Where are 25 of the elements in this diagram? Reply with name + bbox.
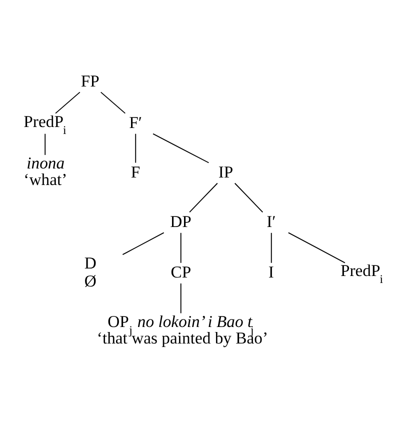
- node-text: PredP$_{i}$: [24, 112, 66, 137]
- node-text: D Ø: [84, 253, 96, 290]
- node-text: OP$_{j}$ no lokoin’ i Bao t$_{j}$ ‘that was painted by Bao’: [96, 312, 268, 348]
- connector: [189, 182, 218, 213]
- node-text: PredP$_{i}$: [340, 261, 384, 286]
- node-text: DP: [170, 212, 192, 231]
- connector: [135, 133, 136, 164]
- connector: [234, 182, 264, 213]
- connector: [270, 232, 272, 264]
- node-text: IP: [218, 162, 234, 182]
- connector: [44, 133, 46, 156]
- connector: [180, 282, 182, 314]
- node-text: I: [268, 262, 274, 282]
- node-text: F′: [129, 112, 142, 132]
- connector: [180, 232, 182, 264]
- node-text: F: [130, 162, 140, 182]
- connector: [122, 232, 164, 256]
- node-text: CP: [170, 262, 192, 282]
- connector: [288, 232, 346, 264]
- node-text: FP: [80, 71, 100, 90]
- connector: [152, 133, 210, 164]
- connector: [55, 92, 80, 114]
- node-text: inona ‘what’: [24, 153, 68, 190]
- node-text: I′: [266, 212, 276, 231]
- connector: [100, 92, 126, 114]
